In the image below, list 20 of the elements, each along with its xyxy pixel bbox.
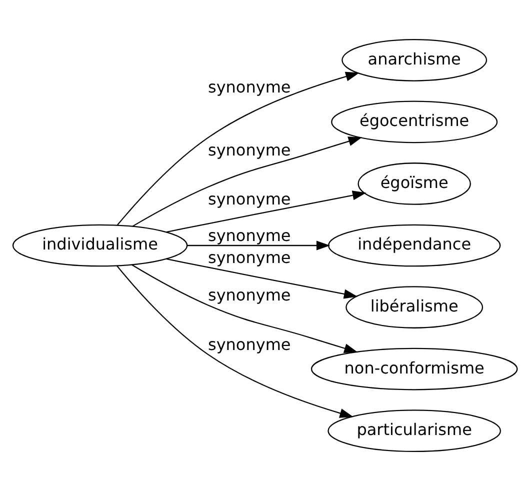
node-ellipse: égoïsme: [358, 162, 471, 205]
edge-label: synonyme: [208, 140, 291, 160]
arrow: [132, 136, 362, 227]
arrow: [116, 265, 354, 418]
edge-label: synonyme: [208, 334, 291, 354]
node-ellipse: individualisme: [12, 224, 188, 267]
edge-label: synonyme: [208, 248, 291, 267]
arrow: [116, 72, 360, 226]
edge-label: synonyme: [208, 286, 291, 305]
edge-label: synonyme: [208, 77, 291, 96]
node-ellipse: égocentrisme: [331, 100, 498, 144]
arrow: [166, 258, 358, 299]
node-ellipse: libéralisme: [346, 286, 484, 328]
node-ellipse: non-conformisme: [310, 348, 518, 390]
arrow: [132, 264, 358, 353]
edge-label: synonyme: [208, 226, 291, 246]
arrow: [166, 190, 366, 233]
edge-label: synonyme: [208, 190, 291, 209]
node-ellipse: indépendance: [328, 224, 501, 267]
arrow: [187, 240, 330, 250]
